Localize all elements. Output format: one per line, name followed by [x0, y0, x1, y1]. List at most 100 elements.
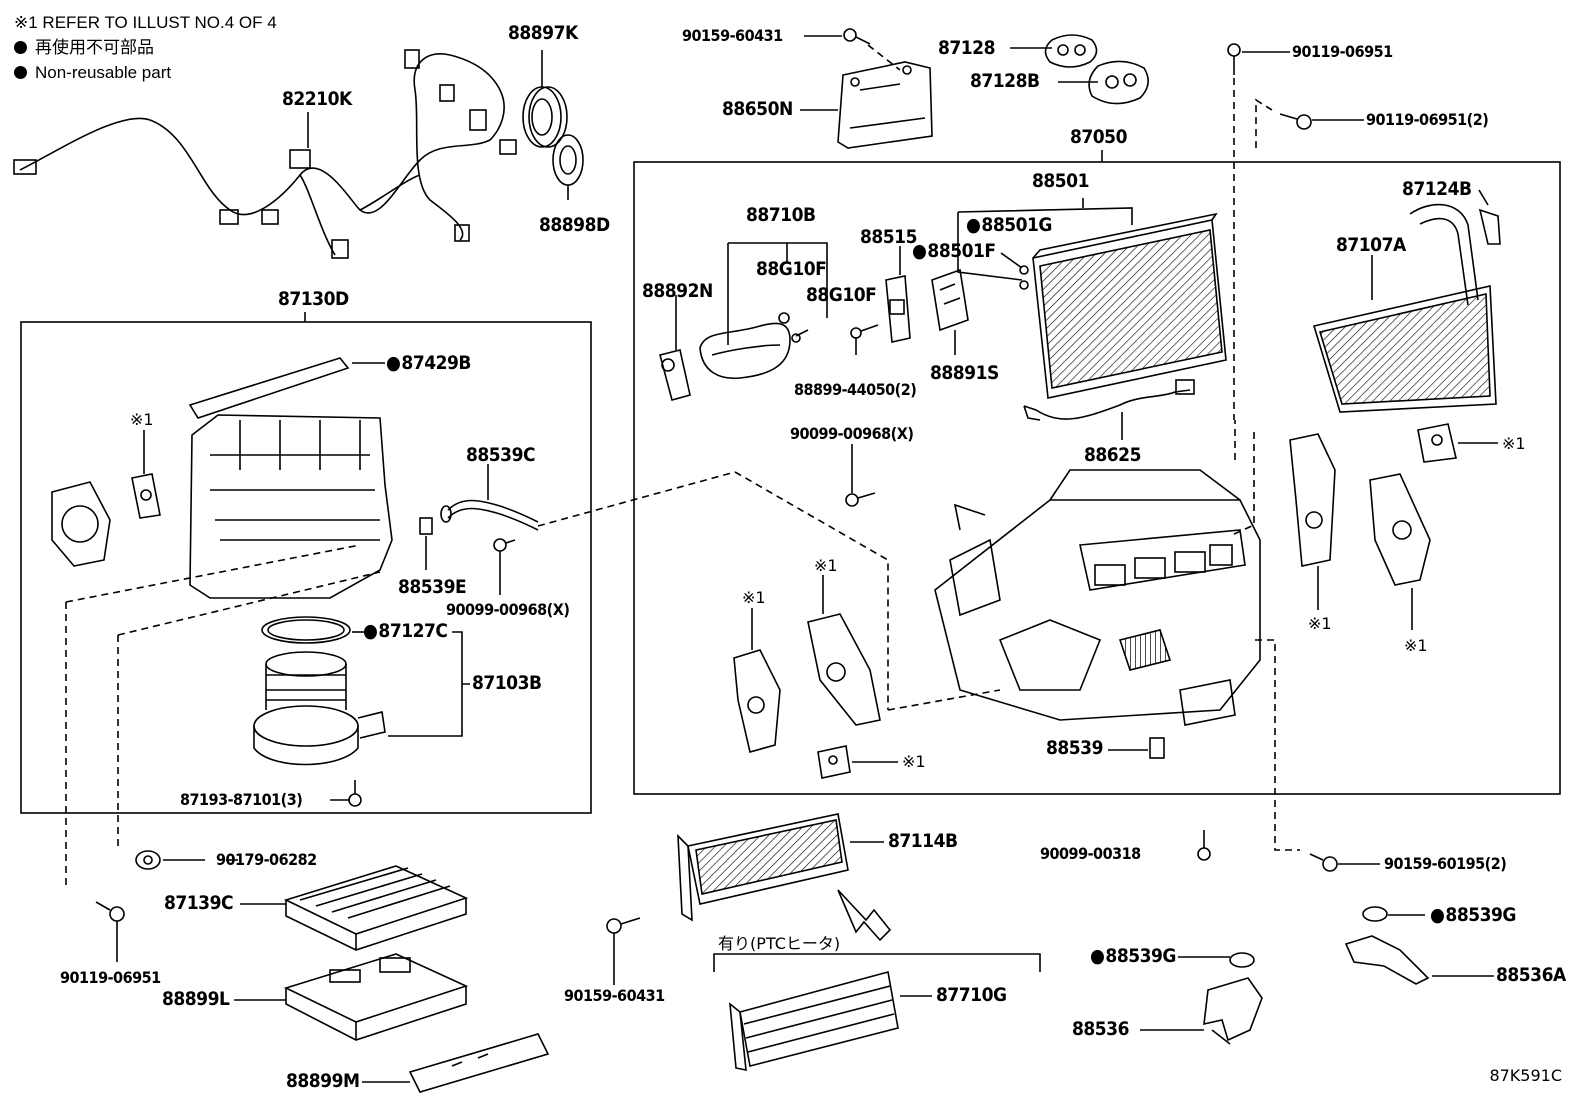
part-label[interactable]: 88G10F [806, 284, 877, 306]
bolt-90119-06951-2 [1279, 113, 1312, 130]
part-label[interactable]: 88536 [1072, 1018, 1129, 1040]
ptc-heater-87710g [729, 970, 899, 1071]
evaporator-88501 [1032, 212, 1227, 399]
part-label[interactable]: 88899M [286, 1070, 360, 1092]
heater-87114b [677, 813, 849, 922]
part-label[interactable]: 87139C [164, 892, 234, 914]
group-box-87130d [20, 321, 592, 814]
seal-87127c [261, 616, 351, 644]
part-label[interactable]: 90159-60431 [564, 986, 665, 1005]
grommet-88539g-right [1362, 906, 1388, 922]
bolt-90099-00968-right [845, 492, 876, 507]
duct-88650n [837, 61, 933, 149]
filter-case-88899l [283, 953, 469, 1041]
part-label[interactable]: 90119-06951 [60, 968, 161, 987]
group-box-87050 [633, 161, 1561, 795]
part-label[interactable]: 87050 [1070, 126, 1127, 148]
part-label[interactable]: 87193-87101(3) [180, 790, 303, 809]
part-label[interactable]: 88897K [508, 22, 578, 44]
part-label[interactable]: 88515 [860, 226, 917, 248]
part-label[interactable]: 90099-00968(X) [790, 424, 914, 443]
filter-87139c [283, 865, 469, 951]
bolt-90099-00318 [1197, 830, 1211, 861]
part-label[interactable]: 90159-60195(2) [1384, 854, 1507, 873]
part-label[interactable]: 88539 [1046, 737, 1103, 759]
bolt-88899-44050 [850, 324, 879, 339]
ref-mark: ※1 [1308, 614, 1332, 633]
gasket-87128b [1088, 60, 1149, 105]
part-label[interactable]: 88539G [1430, 904, 1516, 926]
screw-90159-60431-top [843, 28, 871, 45]
part-label[interactable]: 90119-06951 [1292, 42, 1393, 61]
part-label[interactable]: 88899L [162, 988, 230, 1010]
seal-88898d [552, 134, 584, 200]
part-label[interactable]: 88501G [966, 214, 1052, 236]
part-label[interactable]: 82210K [282, 88, 352, 110]
part-label[interactable]: 87114B [888, 830, 958, 852]
clip-90179-06282 [135, 850, 161, 870]
legend: ※1 REFER TO ILLUST NO.4 OF 4 再使用不可部品 Non… [14, 10, 277, 85]
heater-core-87107a [1312, 203, 1501, 413]
part-label[interactable]: 88501F [912, 240, 996, 262]
valve-88515 [885, 275, 911, 343]
part-label[interactable]: 88710B [746, 204, 816, 226]
cover-88899m [408, 1033, 550, 1093]
part-label[interactable]: 88G10F [756, 258, 827, 280]
part-label[interactable]: 87128B [970, 70, 1040, 92]
part-label[interactable]: 88899-44050(2) [794, 380, 917, 399]
hose-88539c [440, 499, 539, 531]
part-label[interactable]: 90179-06282 [216, 850, 317, 869]
part-label[interactable]: 88539G [1090, 945, 1176, 967]
part-label[interactable]: 88539E [398, 576, 467, 598]
illustration-code: 87K591C [1489, 1066, 1562, 1085]
bullet-icon [14, 41, 27, 54]
part-label[interactable]: 87107A [1336, 234, 1406, 256]
part-label[interactable]: 87130D [278, 288, 349, 310]
part-label[interactable]: 90099-00318 [1040, 844, 1141, 863]
servo-right-a [1289, 433, 1336, 567]
blower-motor-87103b [253, 651, 386, 766]
part-label[interactable]: 87128 [938, 37, 995, 59]
part-label[interactable]: 88892N [642, 280, 713, 302]
bracket-88536a [1344, 935, 1430, 985]
servo-left-b [807, 613, 881, 726]
servo-left-c [817, 745, 851, 779]
servo-right-b [1369, 473, 1431, 586]
part-label[interactable]: 88536A [1496, 964, 1566, 986]
part-label[interactable]: 88501 [1032, 170, 1089, 192]
part-label[interactable]: 88891S [930, 362, 999, 384]
block-88891s [931, 268, 969, 332]
refer-note: ※1 REFER TO ILLUST NO.4 OF 4 [14, 13, 277, 32]
part-label[interactable]: 88625 [1084, 444, 1141, 466]
part-label[interactable]: 87127C [363, 620, 448, 642]
part-label[interactable]: 87429B [386, 352, 471, 374]
part-label[interactable]: 87124B [1402, 178, 1472, 200]
ref-mark: ※1 [1502, 434, 1526, 453]
ptc-note: 有り(PTCヒータ) [718, 934, 841, 953]
bracket-88536 [1203, 977, 1263, 1045]
arrow-icon [837, 889, 892, 942]
sensor-wire-88625 [1023, 379, 1195, 421]
sensor-88892n [659, 349, 691, 401]
part-label[interactable]: 88539C [466, 444, 536, 466]
bolt-90119-06951-top [1227, 43, 1241, 75]
part-label[interactable]: 88898D [539, 214, 610, 236]
non-reusable-en: Non-reusable part [35, 63, 172, 82]
part-label[interactable]: 87103B [472, 672, 542, 694]
servo-right-c [1417, 423, 1457, 463]
ref-mark: ※1 [742, 588, 766, 607]
part-label[interactable]: 90119-06951(2) [1366, 110, 1489, 129]
pipe-88710b [699, 322, 791, 380]
part-label[interactable]: 88650N [722, 98, 793, 120]
bolt-90119-06951-bottom [95, 901, 125, 922]
grommet-88539e [419, 517, 433, 535]
part-label[interactable]: 87710G [936, 984, 1007, 1006]
bullet-icon [14, 66, 27, 79]
grommet-88539g-left [1229, 952, 1255, 968]
part-label[interactable]: 90099-00968(X) [446, 600, 570, 619]
servo-left-a [733, 649, 781, 753]
part-label[interactable]: 90159-60431 [682, 26, 783, 45]
screw-87193-87101 [348, 780, 362, 807]
ref-mark: ※1 [1404, 636, 1428, 655]
